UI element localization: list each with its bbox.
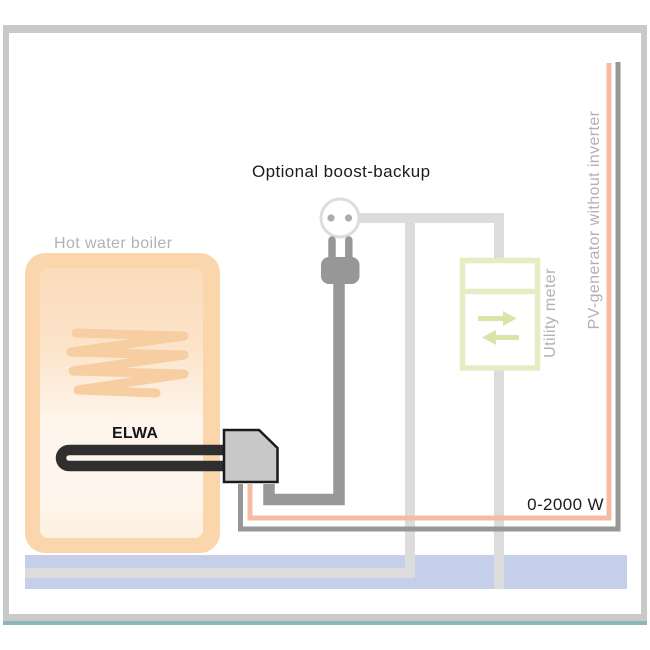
- power-range-label: 0-2000 W: [527, 495, 604, 514]
- pv-line-return: [238, 62, 621, 532]
- pv-line-plus: [247, 63, 612, 521]
- elwa-label: ELWA: [112, 425, 159, 442]
- boiler-label: Hot water boiler: [54, 235, 173, 252]
- frame-bottom-accent: [3, 621, 647, 625]
- socket-icon: [319, 197, 361, 239]
- plug-cable: [263, 280, 345, 506]
- boiler-inner-panel: [40, 268, 203, 538]
- boiler-coil-icon: [66, 328, 189, 398]
- boost-backup-label: Optional boost-backup: [252, 162, 431, 181]
- elwa-heating-element: [55, 444, 224, 472]
- house-wiring-lines: [25, 213, 504, 589]
- meter-arrows-icon: [478, 311, 519, 345]
- plug-icon: [321, 236, 360, 284]
- utility-meter-label: Utility meter: [542, 268, 559, 358]
- elwa-unit: [222, 428, 279, 484]
- pv-generator-label: PV-generator without inverter: [586, 110, 603, 330]
- utility-meter-icon: [459, 257, 541, 371]
